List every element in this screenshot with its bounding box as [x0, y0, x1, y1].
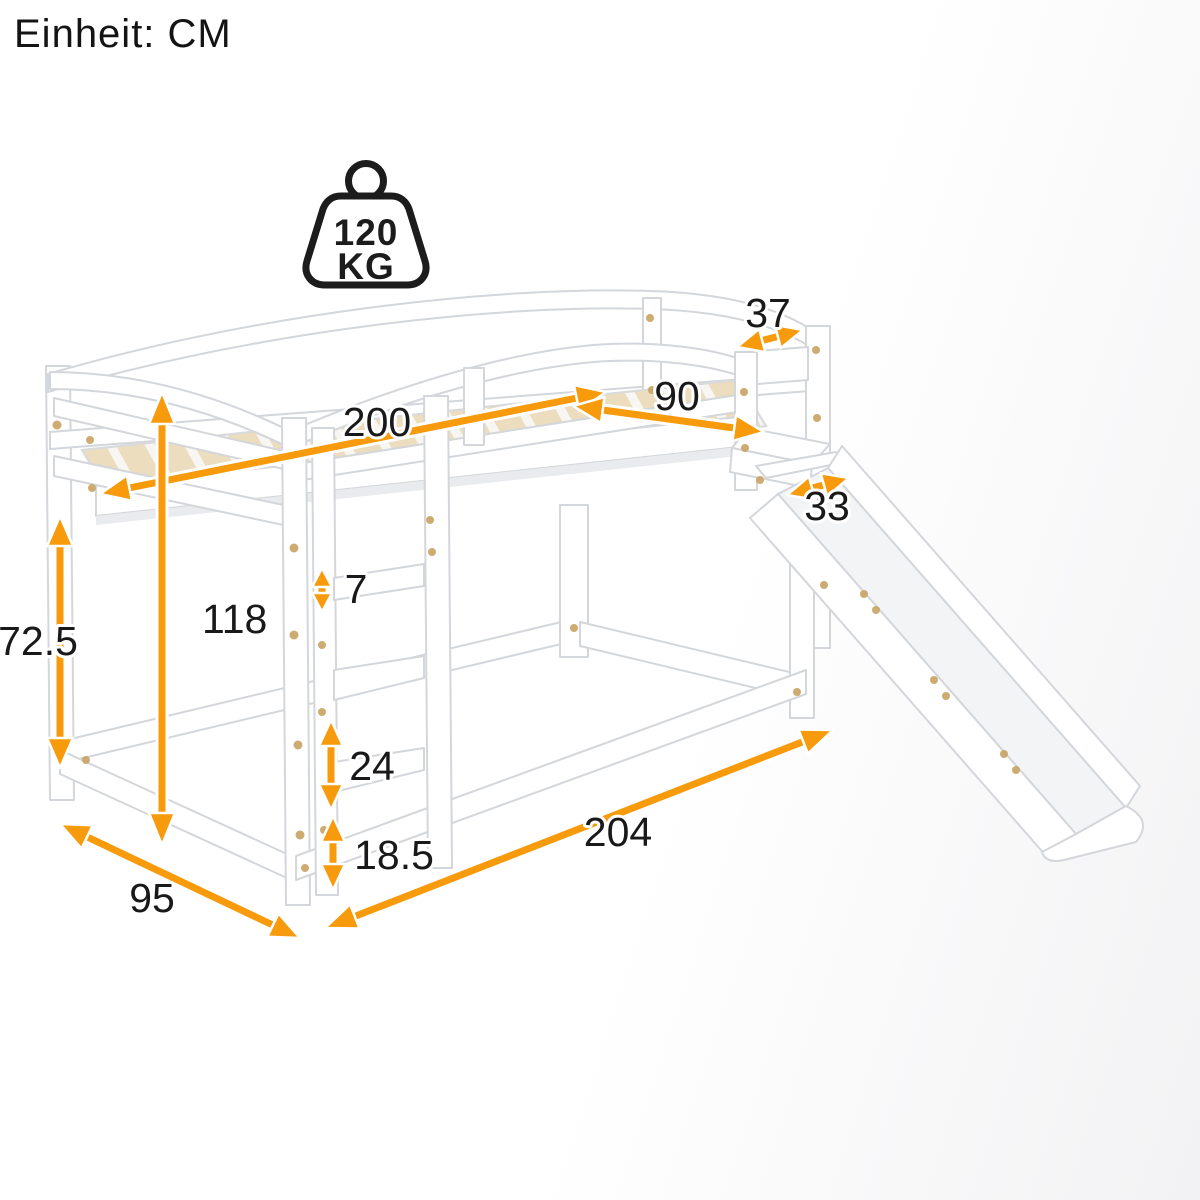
arrowhead-icon: [98, 474, 134, 503]
dim-label-base-height: 18.5: [354, 832, 434, 878]
dim-arrow-total-length: 204: [323, 728, 835, 930]
arrowhead-icon: [45, 514, 75, 548]
unit-label: Einheit: CM: [14, 12, 232, 56]
arrowhead-icon: [819, 472, 851, 498]
bed-line-drawing: [45, 289, 1145, 906]
arrowhead-icon: [58, 822, 94, 850]
weight-capacity-unit: KG: [337, 246, 395, 287]
arrowhead-icon: [319, 814, 347, 844]
front-left-post: [281, 417, 311, 906]
ladder-right-stringer: [423, 395, 453, 869]
arrowhead-icon: [310, 591, 334, 614]
dim-label-total-height: 118: [202, 596, 267, 642]
dim-label-step-spacing: 24: [349, 743, 395, 789]
arrowhead-icon: [797, 728, 835, 755]
dim-label-bed-length: 200: [343, 399, 411, 445]
dim-label-bunk-clearance: 72.5: [0, 618, 78, 664]
dim-label-bed-width: 90: [654, 373, 700, 419]
dim-arrow-bunk-clearance: 72.5: [0, 514, 81, 770]
weight-capacity-value: 120: [334, 212, 399, 253]
arrowhead-icon: [735, 327, 767, 354]
screw-dots: [52, 314, 1020, 872]
dim-arrow-base-height: 18.5: [319, 814, 437, 892]
lower-front-rail: [295, 669, 807, 881]
dim-arrow-step-thickness: 7: [310, 563, 370, 615]
front-guard-mid-post: [463, 367, 485, 446]
dim-label-slide-width: 33: [804, 483, 850, 529]
weight-capacity-icon: 120 KG: [302, 160, 430, 289]
arrowhead-icon: [731, 413, 766, 443]
dim-arrow-total-depth: 95: [58, 822, 302, 940]
arrowhead-icon: [323, 903, 361, 930]
arrowhead-icon: [45, 736, 75, 770]
arrowhead-icon: [773, 323, 805, 350]
dim-label-step-thickness: 7: [345, 566, 368, 612]
arrowhead-icon: [310, 566, 334, 589]
arrowhead-icon: [317, 718, 345, 748]
dim-label-headboard-width: 37: [745, 290, 791, 336]
slide-end-lip: [1041, 805, 1145, 862]
arrow-shaft: [85, 833, 275, 929]
dim-label-total-depth: 95: [129, 875, 175, 921]
slide-platform: [729, 427, 847, 489]
back-right-leg: [559, 504, 589, 658]
arrow-shaft: [602, 406, 735, 432]
arrow-shaft: [811, 481, 825, 492]
arrow-shaft: [128, 394, 578, 492]
arrow-shaft: [761, 333, 779, 344]
dim-arrow-total-height: 118: [147, 390, 270, 847]
dim-label-total-length: 204: [584, 809, 652, 855]
ladder-rung-2: [333, 655, 425, 701]
dim-arrow-bed-width: 90: [571, 370, 766, 443]
arrowhead-icon: [266, 912, 302, 940]
arrowhead-icon: [147, 811, 177, 847]
ladder-rung-1: [333, 563, 425, 601]
dim-arrow-step-spacing: 24: [317, 718, 398, 812]
arrowhead-icon: [785, 475, 817, 501]
lower-left-rail: [59, 749, 301, 885]
arrowhead-icon: [571, 395, 606, 425]
dim-arrow-slide-width: 33: [785, 472, 853, 532]
dim-arrow-headboard-width: 37: [735, 287, 805, 354]
kettlebell-body-icon: [302, 192, 430, 289]
arrowhead-icon: [319, 862, 347, 892]
arrowhead-icon: [147, 390, 177, 426]
dim-arrow-bed-length: 200: [98, 383, 608, 503]
arrow-shaft: [353, 738, 805, 920]
slide: [749, 445, 1145, 862]
arrowhead-icon: [317, 782, 345, 812]
